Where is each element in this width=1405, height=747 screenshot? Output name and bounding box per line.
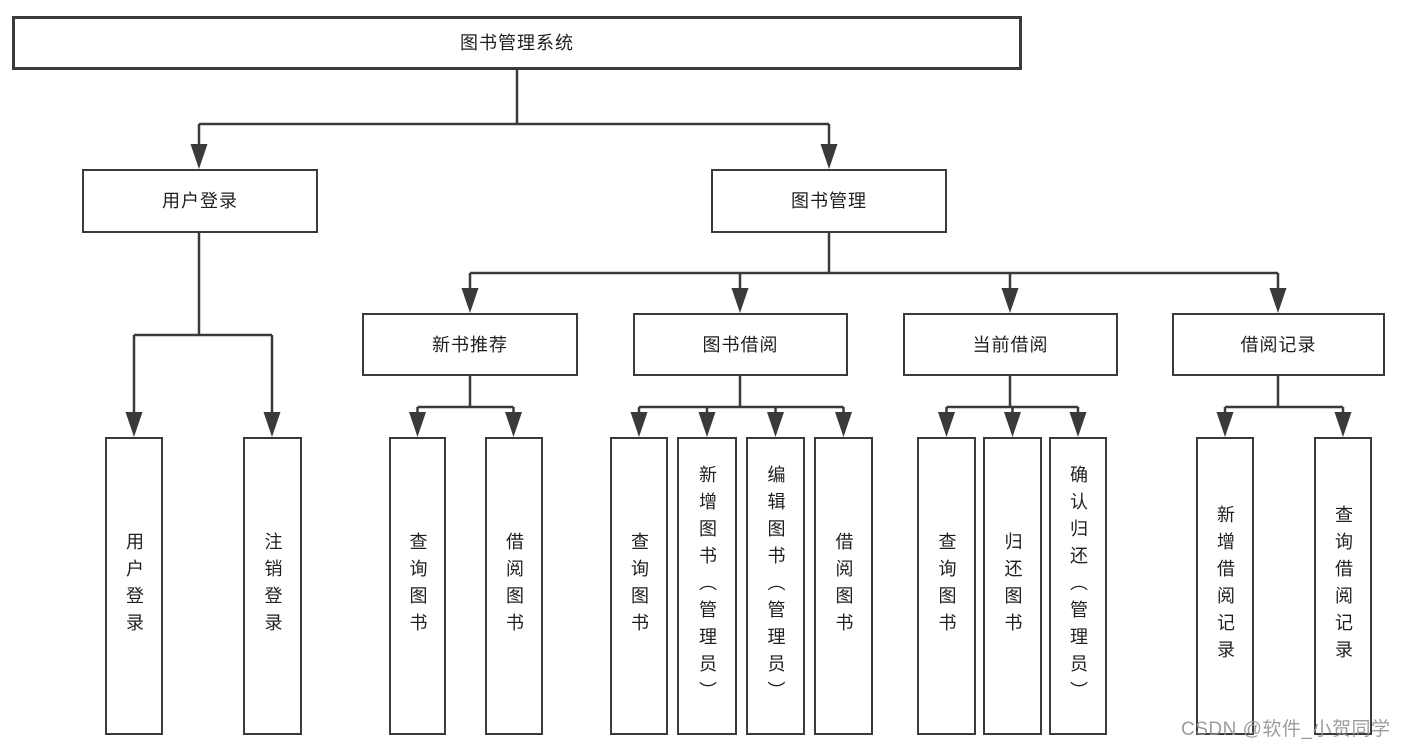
arrow-down-icon (1216, 412, 1234, 437)
arrowhead-icons (125, 144, 1352, 437)
node-book-borrowing: 图书借阅 (633, 313, 848, 376)
node-current-borrowing: 当前借阅 (903, 313, 1118, 376)
arrow-down-icon (409, 412, 426, 437)
arrow-down-icon (767, 412, 784, 437)
arrow-down-icon (125, 412, 143, 437)
leaf-add-book-admin: 新增图书（管理员） (677, 437, 737, 735)
edge-user-login-to-leaves (132, 233, 274, 424)
edge-book-borrow-to-leaves (637, 376, 845, 424)
leaf-return-book: 归还图书 (983, 437, 1042, 735)
arrow-down-icon (938, 412, 955, 437)
arrow-down-icon (820, 144, 838, 169)
leaf-query-book-under-current: 查询图书 (917, 437, 976, 735)
arrow-down-icon (630, 412, 648, 437)
arrow-down-icon (505, 412, 522, 437)
arrow-down-icon (1334, 412, 1352, 437)
node-borrowing-records: 借阅记录 (1172, 313, 1385, 376)
arrow-down-icon (1004, 412, 1021, 437)
node-user-login: 用户登录 (82, 169, 318, 233)
arrow-down-icon (1069, 412, 1087, 437)
csdn-watermark: CSDN @软件_小贺同学 (1181, 719, 1391, 740)
arrow-down-icon (698, 412, 716, 437)
edge-new-book-rec-to-leaves (416, 376, 515, 424)
leaf-add-borrow-record: 新增借阅记录 (1196, 437, 1254, 735)
leaf-logout: 注销登录 (243, 437, 302, 735)
arrow-down-icon (190, 144, 208, 169)
arrow-down-icon (263, 412, 281, 437)
arrow-down-icon (835, 412, 852, 437)
edge-borrow-records-to-leaves (1223, 376, 1345, 424)
leaf-borrow-book-under-recommendation: 借阅图书 (485, 437, 543, 735)
leaf-query-book-under-recommendation: 查询图书 (389, 437, 446, 735)
edge-book-mgmt-to-level3 (468, 233, 1280, 298)
arrow-down-icon (731, 288, 749, 313)
arrow-down-icon (461, 288, 479, 313)
edge-root-to-level2 (197, 70, 831, 152)
leaf-borrow-book-under-borrowing: 借阅图书 (814, 437, 873, 735)
node-book-management: 图书管理 (711, 169, 947, 233)
leaf-query-book-under-borrowing: 查询图书 (610, 437, 668, 735)
node-root-system: 图书管理系统 (12, 16, 1022, 70)
arrow-down-icon (1269, 288, 1287, 313)
leaf-query-borrow-record: 查询借阅记录 (1314, 437, 1372, 735)
leaf-user-login: 用户登录 (105, 437, 163, 735)
arrow-down-icon (1001, 288, 1019, 313)
leaf-edit-book-admin: 编辑图书（管理员） (746, 437, 805, 735)
node-new-book-recommendation: 新书推荐 (362, 313, 578, 376)
leaf-confirm-return-admin: 确认归还（管理员） (1049, 437, 1107, 735)
